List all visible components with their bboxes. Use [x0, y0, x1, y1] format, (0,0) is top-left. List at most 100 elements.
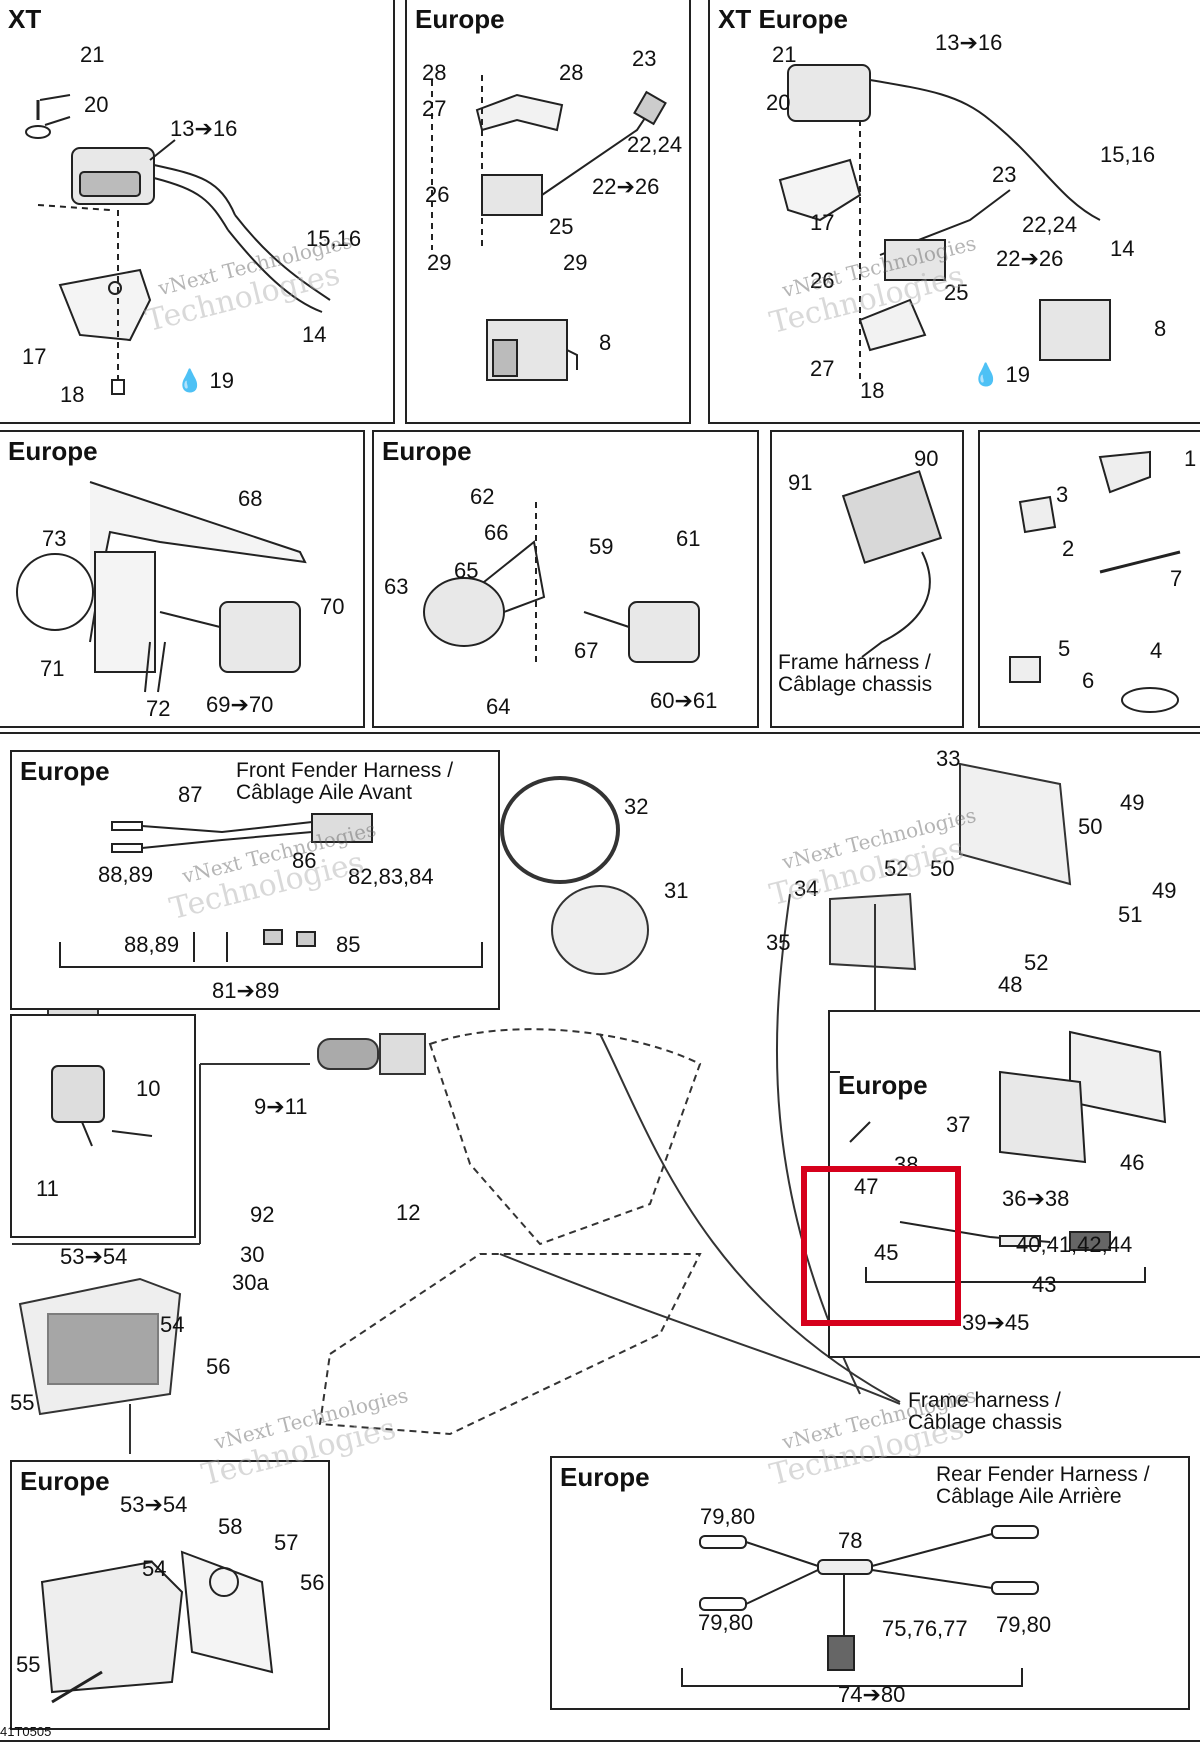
callout: 54	[142, 1556, 167, 1581]
panel-switch: 10 11	[10, 1014, 196, 1238]
panel-title: Europe	[8, 436, 98, 466]
callout: 22,24	[1022, 212, 1078, 237]
callout: 49	[1120, 790, 1145, 815]
callout: 31	[664, 878, 689, 903]
panel-europe-light: Europe 37 46 47 38 36➔38 45 40,41,42,44 …	[828, 1010, 1200, 1358]
callout: 11	[36, 1176, 59, 1201]
callout: 86	[292, 848, 317, 873]
callout: 15,16	[1100, 142, 1156, 167]
panel-title: Europe	[382, 436, 472, 466]
callout: 75,76,77	[882, 1616, 968, 1641]
callout: 74➔80	[838, 1682, 906, 1707]
callout: 28	[422, 60, 447, 85]
panel-title: Europe	[20, 1466, 110, 1496]
callout: 8	[599, 330, 612, 355]
callout: 91	[788, 470, 813, 495]
panel-europe-tail: Europe 53➔54 58 57 54 56 55	[10, 1460, 330, 1730]
callout: 25	[549, 214, 574, 239]
panel-title: Europe	[838, 1070, 928, 1100]
callout: 79,80	[700, 1504, 756, 1529]
callout: 47	[854, 1174, 879, 1199]
main-assembly-drawing	[12, 762, 1072, 1454]
callout: 64	[486, 694, 511, 719]
callout: 10	[136, 1076, 161, 1101]
callout: 39➔45	[962, 1310, 1030, 1335]
callout: 30	[240, 1242, 265, 1267]
panel-clips: 1 3 2 7 5 4 6	[978, 430, 1200, 728]
callout: 29	[563, 250, 588, 275]
callout: 68	[238, 486, 263, 511]
callout: 29	[427, 250, 452, 275]
clips-drawing	[1009, 450, 1181, 713]
diagram-code: 41T0505	[0, 1724, 52, 1739]
callout: 💧 19	[176, 368, 234, 393]
callout: 7	[1170, 566, 1183, 591]
callout: 81➔89	[212, 978, 280, 1003]
callout: 34	[794, 876, 819, 901]
callout: 22➔26	[996, 246, 1064, 271]
callout: 73	[42, 526, 67, 551]
callout: 52	[1024, 950, 1049, 975]
callout: 5	[1058, 636, 1071, 661]
panel-title: Europe	[415, 4, 505, 34]
callout: 3	[1056, 482, 1069, 507]
callout: 20	[766, 90, 791, 115]
callout: 9➔11	[254, 1094, 308, 1119]
callout: 1	[1184, 446, 1197, 471]
callout: 72	[146, 696, 171, 721]
callout: 53➔54	[120, 1492, 188, 1517]
callout: 63	[384, 574, 409, 599]
callout: 26	[425, 182, 450, 207]
front-harness-drawing	[59, 813, 483, 968]
callout: 50	[1078, 814, 1103, 839]
frame-harness-caption: Frame harness / Câblage chassis	[778, 651, 933, 697]
panel-europe-horn: Europe 62 66 59 61 65 63 67 64 60➔61	[372, 430, 759, 728]
panel-regulator: 90 91 Frame harness / Câblage chassis	[770, 430, 964, 728]
panel-title: XT Europe	[718, 4, 849, 34]
callout: 18	[60, 382, 85, 407]
callout: 53➔54	[60, 1244, 128, 1269]
harness-caption: Front Fender Harness / Câblage Aile Avan…	[236, 759, 454, 805]
callout: 14	[1110, 236, 1135, 261]
callout: 58	[218, 1514, 243, 1539]
callout: 85	[336, 932, 361, 957]
panel-europe-mirror: Europe 68 73 70 71 72 69➔70	[0, 430, 365, 728]
callout: 💧 19	[972, 362, 1030, 387]
callout: 65	[454, 558, 479, 583]
callout: 92	[250, 1202, 275, 1227]
highlight-box	[801, 1166, 961, 1326]
regulator-drawing	[841, 470, 943, 658]
callout: 28	[559, 60, 584, 85]
callout: 67	[574, 638, 599, 663]
panel-title: Europe	[560, 1462, 650, 1492]
callout: 90	[914, 446, 939, 471]
callout: 30a	[232, 1270, 269, 1295]
callout: 35	[766, 930, 791, 955]
panel-title: Europe	[20, 756, 110, 786]
callout: 59	[589, 534, 614, 559]
callout: 56	[300, 1570, 325, 1595]
callout: 21	[80, 42, 105, 67]
callout: 23	[992, 162, 1017, 187]
callout: 46	[1120, 1150, 1145, 1175]
callout: 27	[422, 96, 447, 121]
callout: 69➔70	[206, 692, 274, 717]
callout: 6	[1082, 668, 1095, 693]
callout: 18	[860, 378, 885, 403]
callout: 21	[772, 42, 797, 67]
callout: 25	[944, 280, 969, 305]
callout: 70	[320, 594, 345, 619]
rear-harness-drawing	[681, 1525, 1039, 1687]
tail-light-drawing	[40, 1550, 274, 1704]
callout: 88,89	[124, 932, 180, 957]
callout: 26	[810, 268, 835, 293]
callout: 61	[676, 526, 701, 551]
callout: 55	[10, 1390, 35, 1415]
callout: 79,80	[996, 1612, 1052, 1637]
callout: 50	[930, 856, 955, 881]
callout: 71	[40, 656, 65, 681]
callout: 8	[1154, 316, 1167, 341]
callout: 60➔61	[650, 688, 718, 713]
switch-drawing	[51, 1065, 153, 1147]
